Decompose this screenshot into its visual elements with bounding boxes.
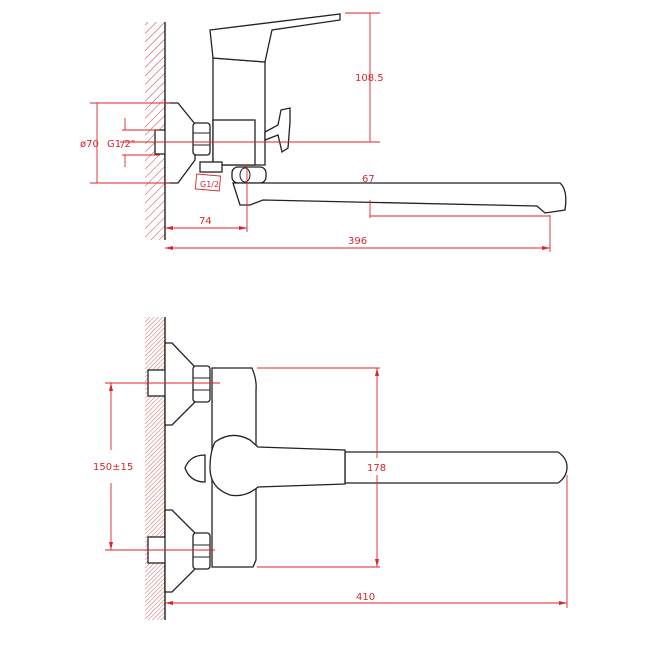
dim-height: 108.5 xyxy=(355,73,384,84)
side-view: ø70 G1/2" G1/2 108.5 67 74 396 xyxy=(80,12,567,252)
front-view: 150±15 178 410 xyxy=(93,317,568,620)
dim-inlet-spacing: 150±15 xyxy=(93,462,133,473)
thread-outlet xyxy=(199,161,223,173)
dim-total-reach: 396 xyxy=(348,236,367,247)
dim-thread-outlet: G1/2 xyxy=(200,180,219,189)
upper-nut xyxy=(192,365,211,403)
spout-collar xyxy=(231,166,267,184)
flange xyxy=(164,102,196,184)
dim-spout-drop: 67 xyxy=(362,174,375,185)
dim-flange-diameter: ø70 xyxy=(80,139,99,150)
hex-nut xyxy=(192,122,211,156)
diverter-knob xyxy=(264,107,291,154)
lower-flange xyxy=(164,509,196,593)
upper-flange xyxy=(164,342,196,426)
dim-wall-to-outlet: 74 xyxy=(199,216,212,227)
lever-handle xyxy=(209,13,341,63)
dim-thread-inlet: G1/2" xyxy=(107,139,135,150)
wall-hatch xyxy=(145,317,165,620)
dim-body-height: 178 xyxy=(367,463,386,474)
lever-handle xyxy=(184,454,206,483)
dim-total-length: 410 xyxy=(356,592,375,603)
spout xyxy=(232,182,567,214)
lower-nut xyxy=(192,532,211,570)
lever-handle xyxy=(209,434,346,497)
body-block xyxy=(212,119,256,166)
spout xyxy=(344,451,568,484)
